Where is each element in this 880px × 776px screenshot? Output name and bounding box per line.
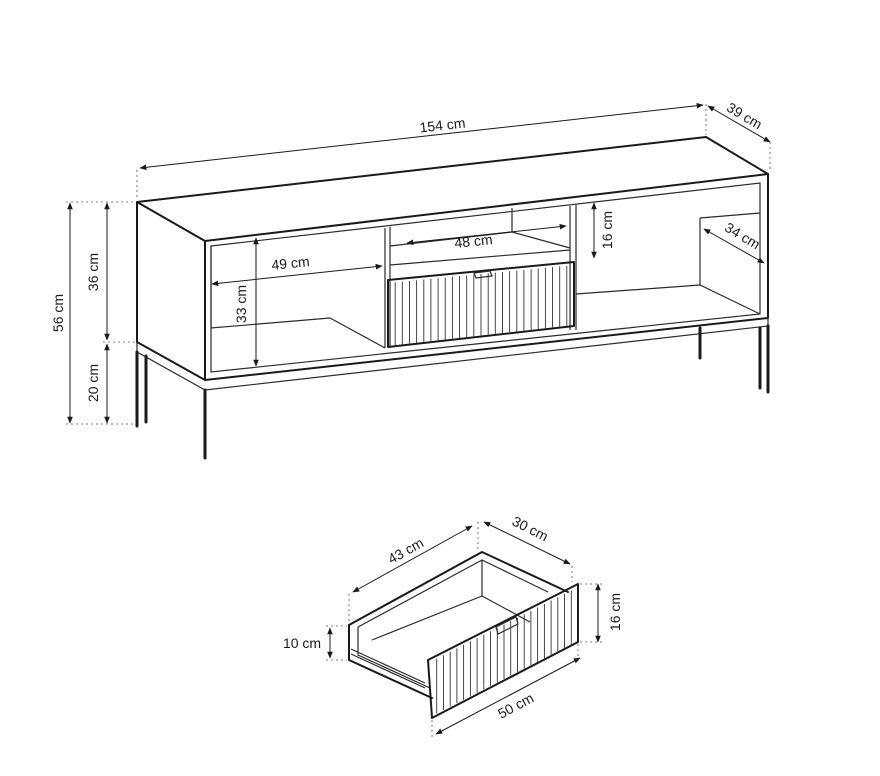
drawer-dimensions xyxy=(326,521,602,738)
cabinet-width-label: 154 cm xyxy=(419,115,466,136)
cabinet-body-height-label: 36 cm xyxy=(85,253,101,291)
drawer-side-height-label: 10 cm xyxy=(283,635,321,651)
shelf-height-label: 33 cm xyxy=(233,285,249,323)
niche-width-label: 48 cm xyxy=(454,231,494,251)
shelf-width-label: 49 cm xyxy=(271,253,311,273)
inner-depth-label: 34 cm xyxy=(722,219,763,252)
cabinet-total-height-label: 56 cm xyxy=(50,294,66,332)
niche-height-label: 16 cm xyxy=(599,211,615,249)
drawer-front-height-label: 16 cm xyxy=(607,593,623,631)
cabinet-dimensions xyxy=(66,102,771,425)
drawer-depth-label: 30 cm xyxy=(510,513,551,545)
drawer xyxy=(348,551,579,719)
drawer-length-label: 43 cm xyxy=(385,534,426,566)
drawer-front-width-label: 50 cm xyxy=(495,690,536,722)
cabinet-drawer-front xyxy=(387,261,575,348)
cabinet-leg-height-label: 20 cm xyxy=(85,364,101,402)
